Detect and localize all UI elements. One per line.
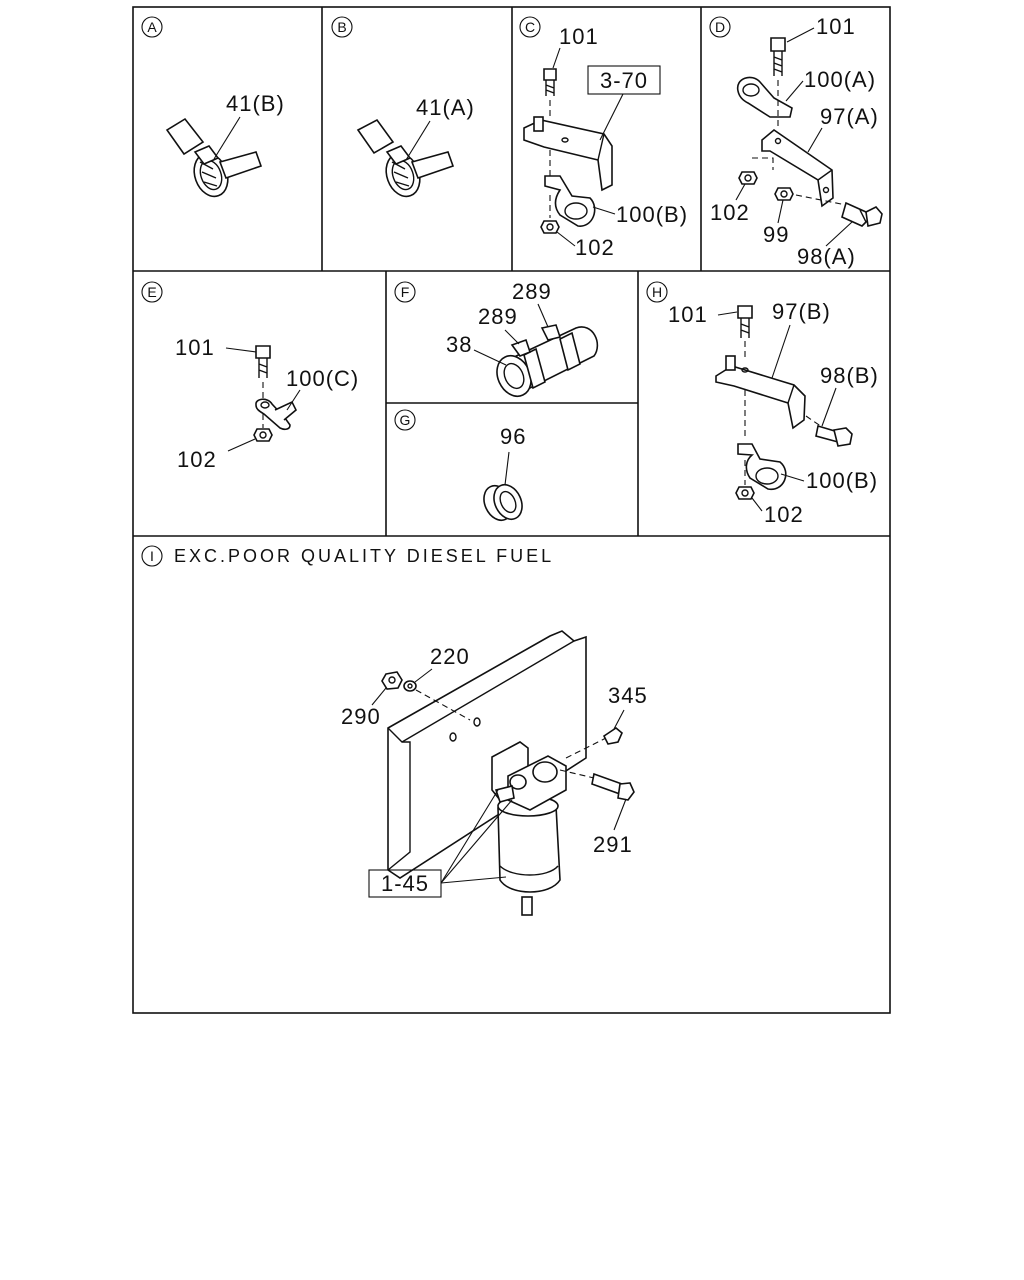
bolt-291-drawing [591, 772, 635, 801]
bolt-98a-drawing [841, 201, 883, 227]
bolt-101-drawing [543, 68, 557, 96]
reference-label: 1-45 [381, 871, 429, 896]
fuel-filter-1-45-drawing [491, 741, 567, 916]
nut-102-drawing [253, 428, 273, 442]
svg-text:F: F [401, 284, 410, 300]
section-c: C 101 3-70 100(B) 102 [519, 16, 688, 260]
clip-100b-drawing [737, 443, 787, 490]
part-label: 290 [341, 704, 381, 729]
part-label: 41(A) [416, 95, 475, 120]
svg-text:A: A [147, 19, 157, 35]
part-label: 102 [764, 502, 804, 527]
section-h: H 101 97(B) 98(B) [646, 281, 879, 527]
section-g: G 96 [394, 409, 526, 522]
part-label: 97(A) [820, 104, 879, 129]
leader-line [405, 120, 431, 161]
section-d: D 101 [709, 14, 883, 269]
part-label: 100(B) [616, 202, 688, 227]
washer-99-drawing [774, 187, 794, 201]
bolt-101-drawing [770, 37, 786, 76]
part-label: 99 [763, 222, 789, 247]
section-f-marker: F [394, 281, 416, 303]
nut-102-drawing [735, 486, 755, 500]
diagram-frame [132, 6, 891, 1014]
part-label: 41(B) [226, 91, 285, 116]
svg-text:D: D [715, 19, 725, 35]
section-e: E 101 100(C) 102 [141, 281, 359, 472]
part-label: 102 [710, 200, 750, 225]
hose-38-drawing [496, 324, 599, 397]
nut-102-drawing [738, 171, 758, 185]
part-label: 345 [608, 683, 648, 708]
part-label: 101 [816, 14, 856, 39]
part-label: 101 [559, 24, 599, 49]
clip-100a-drawing [736, 76, 793, 118]
hose-clamp-41a-drawing [356, 118, 455, 198]
section-a: A 41(B) [141, 16, 285, 198]
reference-box [368, 869, 442, 898]
nut-102-drawing [540, 220, 560, 234]
hose-clamp-41b-drawing [165, 117, 263, 198]
part-label: 100(A) [804, 67, 876, 92]
part-label: 38 [446, 332, 472, 357]
section-i-caption: EXC.POOR QUALITY DIESEL FUEL [174, 546, 554, 566]
section-i: I EXC.POOR QUALITY DIESEL FUEL [141, 545, 648, 916]
svg-text:B: B [337, 19, 346, 35]
svg-text:G: G [400, 412, 411, 428]
part-label: 98(B) [820, 363, 879, 388]
section-e-marker: E [141, 281, 163, 303]
part-label: 102 [575, 235, 615, 260]
section-g-marker: G [394, 409, 416, 431]
part-label: 102 [177, 447, 217, 472]
plug-345-drawing [602, 727, 623, 745]
part-label: 289 [512, 279, 552, 304]
section-f: F 289 289 38 [394, 279, 599, 397]
bracket-97b-drawing [715, 355, 806, 430]
grommet-96-drawing [483, 483, 523, 522]
bolt-98b-drawing [815, 424, 853, 447]
washer-220-drawing [403, 680, 417, 692]
bracket-3-70-drawing [523, 116, 613, 192]
part-label: 220 [430, 644, 470, 669]
part-label: 98(A) [797, 244, 856, 269]
svg-text:H: H [652, 284, 662, 300]
part-label: 289 [478, 304, 518, 329]
part-label: 101 [668, 302, 708, 327]
svg-text:E: E [147, 284, 156, 300]
section-b: B 41(A) [331, 16, 475, 198]
reference-box [587, 65, 661, 95]
part-label: 100(B) [806, 468, 878, 493]
section-a-marker: A [141, 16, 163, 38]
leader-line [213, 116, 241, 160]
nut-290-drawing [381, 671, 403, 690]
part-label: 97(B) [772, 299, 831, 324]
section-d-marker: D [709, 16, 731, 38]
section-h-marker: H [646, 281, 668, 303]
svg-text:C: C [525, 19, 535, 35]
part-label: 96 [500, 424, 526, 449]
bolt-101-drawing [737, 305, 753, 338]
section-c-marker: C [519, 16, 541, 38]
section-b-marker: B [331, 16, 353, 38]
clip-100c-drawing [255, 398, 297, 431]
reference-label: 3-70 [600, 68, 648, 93]
part-label: 101 [175, 335, 215, 360]
part-label: 291 [593, 832, 633, 857]
frame-rail-drawing [387, 630, 587, 879]
part-label: 100(C) [286, 366, 359, 391]
svg-text:I: I [150, 548, 154, 564]
bolt-101-drawing [255, 345, 271, 378]
section-i-marker: I [141, 545, 163, 567]
bracket-97a-drawing [752, 128, 834, 208]
clip-100b-drawing [544, 175, 596, 227]
